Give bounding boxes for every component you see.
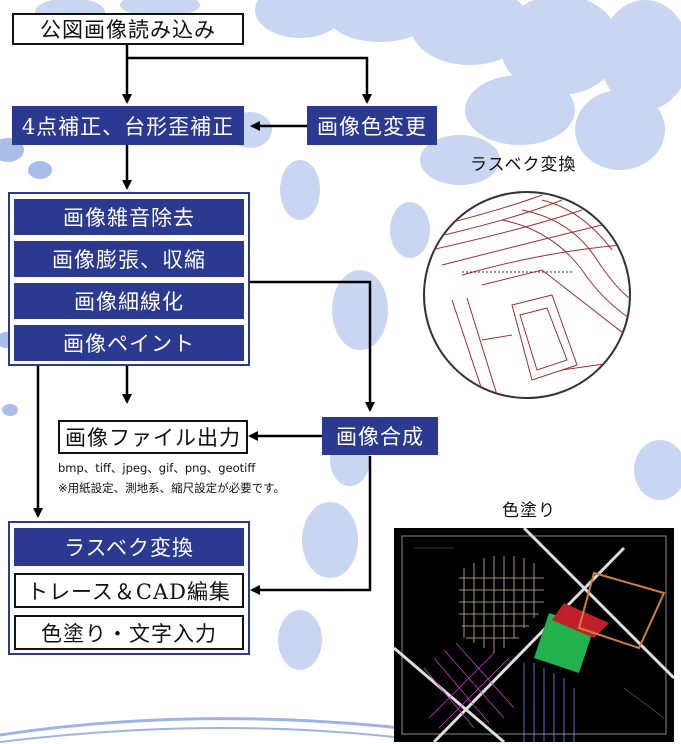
processing-group: 画像雑音除去 画像膨張、収縮 画像細線化 画像ペイント: [8, 192, 250, 366]
paint-box: 画像ペイント: [14, 325, 244, 361]
color-change-box: 画像色変更: [307, 106, 437, 145]
coloring-label: 色塗り: [502, 501, 556, 521]
final-group: ラスベク変換 トレース＆CAD編集 色塗り・文字入力: [8, 521, 250, 655]
coloring-map: [394, 528, 674, 742]
composite-box: 画像合成: [322, 417, 438, 455]
raster-vector-map: [423, 191, 631, 399]
thinning-box: 画像細線化: [14, 283, 244, 319]
correction-box: 4点補正、台形歪補正: [12, 106, 244, 145]
trace-cad-box: トレース＆CAD編集: [14, 573, 244, 608]
raster-vector-box: ラスベク変換: [14, 528, 244, 566]
requirement-note: ※用紙設定、測地系、縮尺設定が必要です。: [58, 481, 285, 495]
noise-removal-box: 画像雑音除去: [14, 199, 244, 235]
file-output-box: 画像ファイル出力: [58, 420, 248, 454]
dilation-erosion-box: 画像膨張、収縮: [14, 241, 244, 277]
coloring-text-box: 色塗り・文字入力: [14, 615, 244, 650]
raster-vector-label: ラスベク変換: [470, 155, 577, 175]
import-box: 公図画像読み込み: [12, 13, 244, 45]
formats-note: bmp、tiff、jpeg、gif、png、geotiff: [58, 461, 256, 475]
